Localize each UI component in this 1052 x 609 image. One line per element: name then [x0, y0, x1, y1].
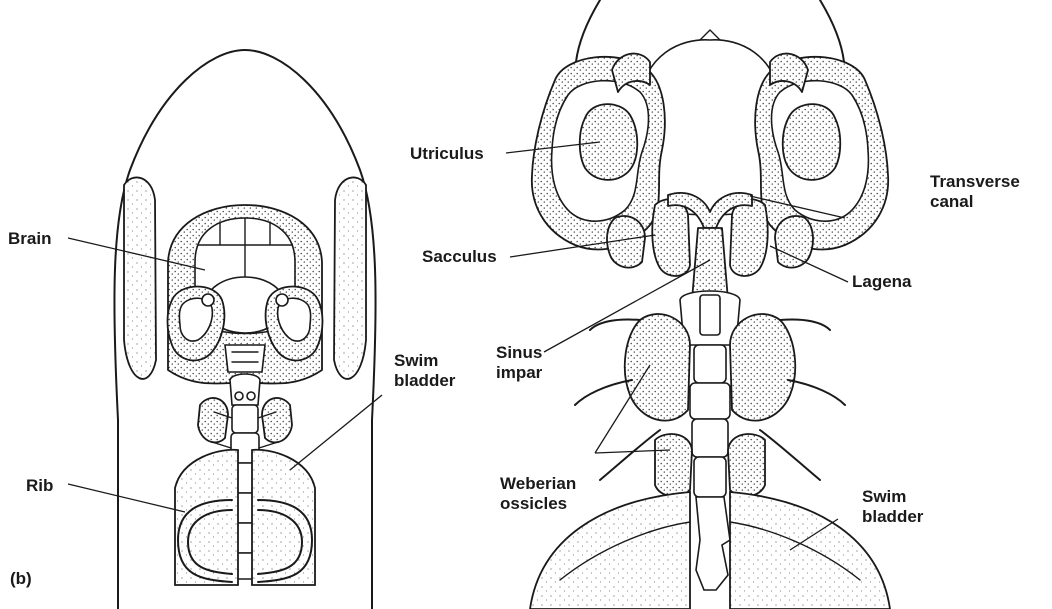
label-swim-bladder-left-2: bladder [394, 371, 456, 390]
small-skull [230, 374, 260, 405]
label-sinus-impar-1: Sinus [496, 343, 542, 362]
left-eye [124, 177, 156, 378]
vertebral-column-right [690, 345, 730, 590]
fish-dorsal-view [114, 50, 375, 609]
label-swim-bladder-right-2: bladder [862, 507, 924, 526]
label-brain: Brain [8, 229, 51, 248]
label-rib: Rib [26, 476, 53, 495]
right-eye [334, 177, 366, 378]
label-weberian-ossicles-1: Weberian [500, 474, 576, 493]
sinus-impar-shape [692, 228, 728, 300]
panel-label: (b) [10, 569, 32, 588]
label-weberian-ossicles-2: ossicles [500, 494, 567, 513]
utriculus-shape [580, 104, 638, 180]
label-transverse-canal-2: canal [930, 192, 973, 211]
label-lagena: Lagena [852, 272, 912, 291]
label-swim-bladder-left-1: Swim [394, 351, 438, 370]
label-transverse-canal-1: Transverse [930, 172, 1020, 191]
label-sinus-impar-2: impar [496, 363, 543, 382]
label-swim-bladder-right-1: Swim [862, 487, 906, 506]
weberian-apparatus-view [530, 0, 890, 609]
label-sacculus: Sacculus [422, 247, 497, 266]
label-utriculus: Utriculus [410, 144, 484, 163]
